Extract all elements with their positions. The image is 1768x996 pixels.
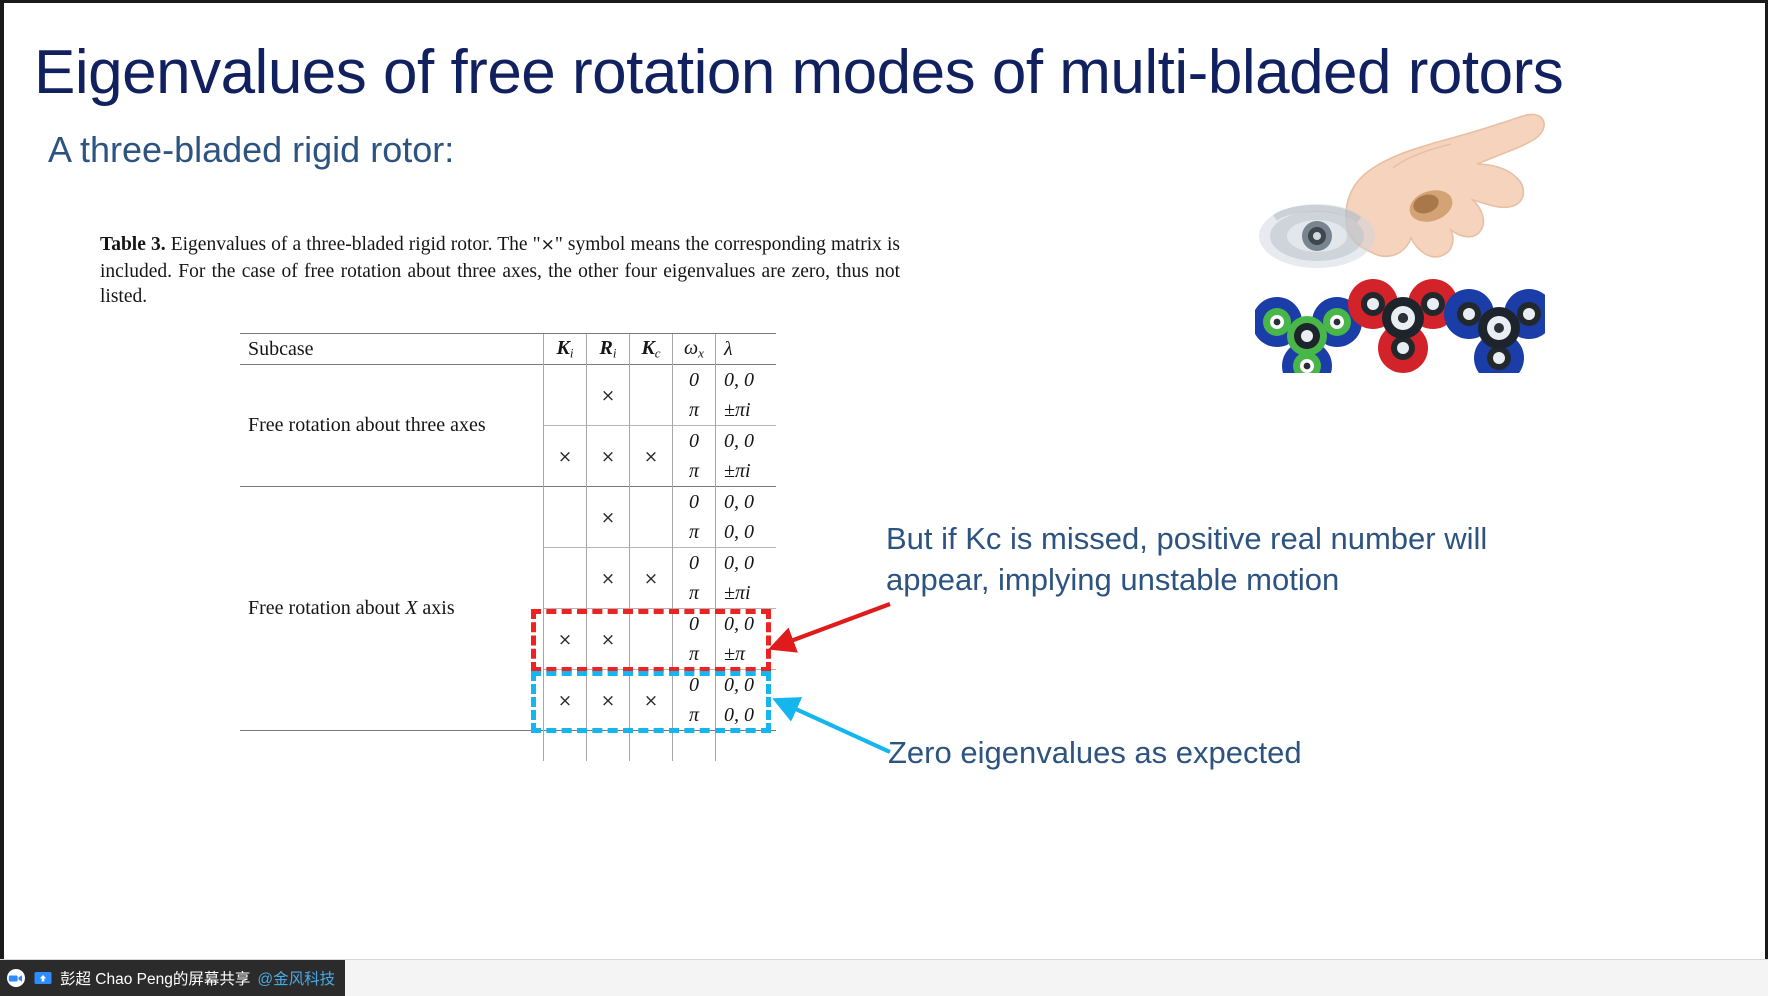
slide-subtitle: A three-bladed rigid rotor: xyxy=(48,129,455,170)
table-caption-label: Table 3. xyxy=(100,234,166,255)
cell-omega: π xyxy=(672,456,716,487)
fidget-spinner-image xyxy=(1255,113,1545,373)
cell-omega: π xyxy=(672,700,716,731)
cell-kc: × xyxy=(629,547,673,609)
spinner-green-blue xyxy=(1255,297,1362,373)
times-symbol: × xyxy=(540,235,555,255)
blue-annotation-arrow xyxy=(772,697,891,754)
header-ri: Ri xyxy=(586,333,630,365)
cell-lambda: 0, 0 xyxy=(715,547,776,578)
cell-ri: × xyxy=(586,364,630,426)
cell-lambda: ±πi xyxy=(715,578,776,609)
cell-lambda: 0, 0 xyxy=(715,364,776,395)
cell-lambda: 0, 0 xyxy=(715,517,776,548)
table-row: π 0, 0 xyxy=(240,517,776,548)
table-header-row: Subcase Ki Ri Kc ωx λ xyxy=(240,333,776,365)
cell-omega: 0 xyxy=(672,364,716,395)
subcase-label-x-axis: Free rotation about X axis xyxy=(240,486,544,731)
cell-omega: π xyxy=(672,517,716,548)
header-ki: Ki xyxy=(543,333,587,365)
cell-ri: × xyxy=(586,425,630,487)
window-border-right xyxy=(1765,0,1768,996)
cell-kc xyxy=(629,486,673,548)
header-kc: Kc xyxy=(629,333,673,365)
table-caption-text-2: " symbol means the corresponding matrix … xyxy=(100,234,900,307)
cell-ri: × xyxy=(586,486,630,548)
cell-omega: 0 xyxy=(672,608,716,639)
cell-ri: × xyxy=(586,547,630,609)
table-row: π ±πi xyxy=(240,456,776,487)
annotation-text-blue: Zero eigenvalues as expected xyxy=(888,735,1302,770)
table-caption-text-1: Eigenvalues of a three-bladed rigid roto… xyxy=(165,234,541,255)
header-subcase: Subcase xyxy=(240,333,544,365)
spinner-blue xyxy=(1444,289,1545,373)
cell-omega: 0 xyxy=(672,669,716,700)
table-row: π ±πi xyxy=(240,578,776,609)
eigenvalue-table-wrapper: Subcase Ki Ri Kc ωx λ Free rotation abou… xyxy=(240,333,776,761)
table-row-highlighted-red: π ±π xyxy=(240,639,776,670)
cell-omega: π xyxy=(672,639,716,670)
table-row: × × 0 0, 0 xyxy=(240,547,776,609)
spinner-red xyxy=(1348,279,1458,373)
share-label: 彭超 Chao Peng的屏幕共享 xyxy=(60,971,251,988)
zoom-icon[interactable] xyxy=(6,968,26,988)
annotation-text-red: But if Kc is missed, positive real numbe… xyxy=(886,521,1488,597)
table-bottom-rule xyxy=(240,730,776,761)
cell-ri: × xyxy=(586,669,630,731)
taskbar: 彭超 Chao Peng的屏幕共享 @金风科技 xyxy=(0,959,1768,996)
cell-omega: π xyxy=(672,578,716,609)
cell-lambda: ±πi xyxy=(715,395,776,426)
table-row: × × × 0 0, 0 xyxy=(240,425,776,487)
header-lambda: λ xyxy=(715,333,776,365)
screen-share-indicator[interactable]: 彭超 Chao Peng的屏幕共享 @金风科技 xyxy=(0,960,346,996)
window-border-left xyxy=(0,0,4,996)
eigenvalue-table: Subcase Ki Ri Kc ωx λ Free rotation abou… xyxy=(240,333,776,761)
spinning-spinner-blur xyxy=(1259,204,1375,268)
cell-ri: × xyxy=(586,608,630,670)
cell-omega: π xyxy=(672,395,716,426)
table-caption: Table 3. Eigenvalues of a three-bladed r… xyxy=(100,232,900,310)
cell-omega: 0 xyxy=(672,547,716,578)
subcase-label-three-axes: Free rotation about three axes xyxy=(240,364,544,487)
cell-ki xyxy=(543,486,587,548)
cell-kc xyxy=(629,364,673,426)
window-border-top xyxy=(0,0,1768,3)
cell-lambda: ±π xyxy=(715,639,776,670)
cell-lambda: 0, 0 xyxy=(715,486,776,517)
screen-share-icon[interactable] xyxy=(33,968,53,988)
table-row: Free rotation about X axis × 0 0, 0 xyxy=(240,486,776,731)
cell-kc xyxy=(629,608,673,670)
cell-omega: 0 xyxy=(672,425,716,456)
cell-kc: × xyxy=(629,669,673,731)
header-omega-x: ωx xyxy=(672,333,716,365)
cell-kc: × xyxy=(629,425,673,487)
table-row-highlighted-red: × × 0 0, 0 xyxy=(240,608,776,670)
cell-omega: 0 xyxy=(672,486,716,517)
red-annotation-arrow xyxy=(768,602,891,653)
cell-ki xyxy=(543,364,587,426)
cell-ki xyxy=(543,547,587,609)
cell-ki: × xyxy=(543,608,587,670)
cell-ki: × xyxy=(543,425,587,487)
cell-lambda: 0, 0 xyxy=(715,425,776,456)
cell-lambda: ±πi xyxy=(715,456,776,487)
table-row-highlighted-blue: π 0, 0 xyxy=(240,700,776,731)
share-handle: @金风科技 xyxy=(257,971,336,988)
table-row: π ±πi xyxy=(240,395,776,426)
slide-title: Eigenvalues of free rotation modes of mu… xyxy=(34,38,1564,107)
cell-ki: × xyxy=(543,669,587,731)
table-row: Free rotation about three axes × 0 0, 0 xyxy=(240,364,776,487)
hand-illustration xyxy=(1345,113,1545,258)
cell-lambda: 0, 0 xyxy=(715,700,776,731)
